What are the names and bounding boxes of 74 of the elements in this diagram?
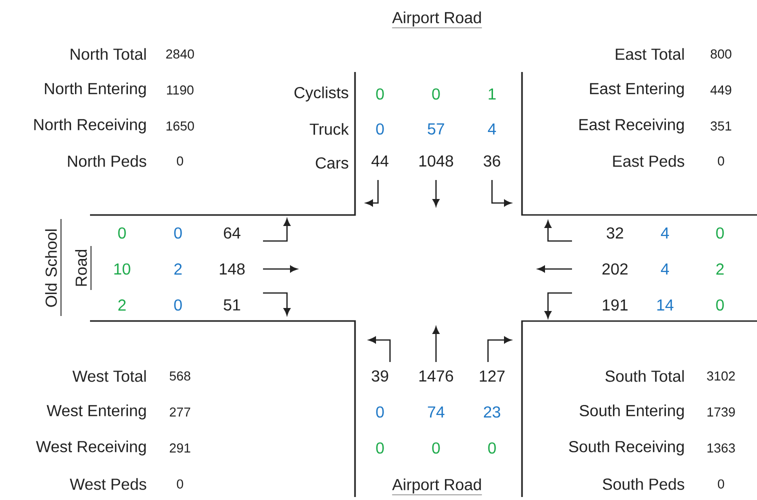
turn-count: 1 — [488, 88, 496, 100]
approach-value: 351 — [710, 121, 732, 131]
turn-count: 0 — [716, 227, 724, 239]
approach-label: East Receiving — [579, 118, 684, 134]
turn-count: 0 — [376, 123, 384, 135]
approach-label: South Receiving — [569, 440, 684, 456]
turn-count: 0 — [432, 88, 440, 100]
approach-label: North Total — [70, 48, 146, 60]
approach-value: 0 — [718, 479, 724, 489]
approach-label: East Peds — [613, 155, 684, 167]
approach-value: 800 — [710, 49, 732, 59]
approach-value: 0 — [176, 479, 184, 489]
approach-value: 0 — [718, 156, 724, 166]
approach-label: West Receiving — [36, 440, 146, 456]
road-name: Old School Road — [45, 218, 92, 316]
turn-count: 1048 — [419, 155, 454, 167]
turn-count: 148 — [220, 263, 245, 275]
turn-count: 0 — [488, 442, 496, 454]
approach-value: 277 — [170, 407, 190, 417]
approach-label: East Total — [616, 48, 684, 60]
turn-count: 74 — [428, 406, 444, 418]
road-name: Airport Road — [392, 12, 482, 28]
turn-count: 191 — [602, 299, 628, 311]
approach-label: West Entering — [46, 404, 146, 420]
turn-count: 51 — [224, 299, 240, 311]
approach-label: South Peds — [602, 478, 684, 490]
turn-count: 0 — [174, 227, 182, 239]
approach-value: 1739 — [708, 407, 735, 417]
turn-count: 2 — [174, 263, 182, 275]
turn-count: 0 — [174, 299, 182, 311]
road-name: Airport Road — [392, 478, 482, 496]
turn-count: 1476 — [419, 370, 454, 382]
approach-value: 3102 — [707, 371, 735, 381]
approach-value: 291 — [170, 443, 190, 453]
approach-label: East Entering — [590, 82, 684, 98]
approach-value: 1363 — [708, 443, 735, 453]
turn-count: 36 — [484, 155, 500, 167]
approach-label: South Total — [605, 370, 684, 382]
approach-label: West Peds — [70, 478, 146, 490]
approach-value: 0 — [176, 156, 184, 166]
approach-value: 568 — [170, 371, 190, 381]
approach-label: North Peds — [68, 155, 146, 167]
approach-label: North Receiving — [34, 118, 146, 134]
turn-count: 127 — [480, 370, 505, 382]
approach-label: West Total — [72, 370, 146, 382]
turn-count: 4 — [488, 124, 496, 134]
turn-count: 0 — [432, 442, 440, 454]
turn-count: 39 — [372, 370, 388, 382]
turn-count: 57 — [428, 123, 444, 135]
turn-count: 44 — [371, 156, 388, 166]
approach-value: 1190 — [167, 85, 194, 95]
approach-value: 1650 — [166, 121, 194, 131]
turn-count: 0 — [376, 406, 384, 418]
vehicle-type-label: Truck — [310, 123, 349, 135]
turn-count: 23 — [484, 406, 500, 418]
approach-label: North Entering — [44, 82, 146, 98]
turn-count: 64 — [224, 227, 240, 239]
turn-count: 0 — [118, 227, 126, 239]
turn-count: 10 — [114, 263, 130, 275]
vehicle-type-label: Cars — [316, 157, 348, 169]
approach-label: South Entering — [580, 404, 684, 420]
turn-count: 14 — [657, 300, 674, 310]
turn-count: 2 — [118, 299, 126, 311]
turn-count: 0 — [716, 299, 724, 311]
approach-value: 449 — [710, 85, 732, 95]
turn-count: 0 — [376, 442, 384, 454]
turn-count: 2 — [716, 263, 724, 275]
turn-count: 32 — [606, 227, 624, 239]
turn-count: 4 — [660, 264, 669, 274]
turn-count: 0 — [376, 88, 384, 100]
approach-value: 2840 — [166, 49, 194, 59]
vehicle-type-label: Cyclists — [294, 86, 348, 102]
turn-count: 202 — [602, 263, 628, 275]
turn-count: 4 — [660, 228, 669, 238]
